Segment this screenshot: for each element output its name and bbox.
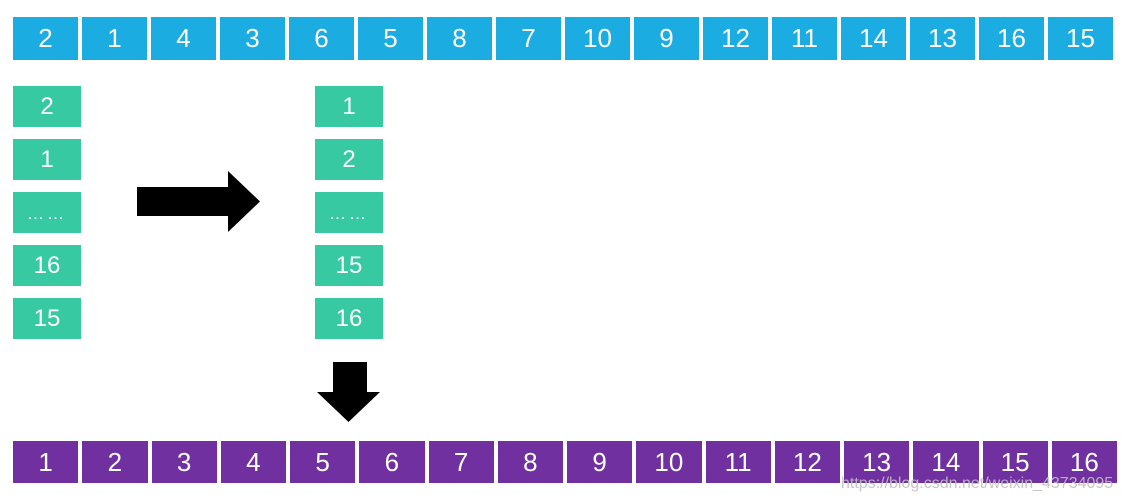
unsorted-array-cell: 9 xyxy=(634,17,699,60)
unsorted-array-cell: 10 xyxy=(565,17,630,60)
right-arrow-icon xyxy=(137,171,260,232)
sorted-array-cell: 2 xyxy=(82,441,148,483)
unsorted-array-cell: 1 xyxy=(82,17,147,60)
sorted-array-cell: 3 xyxy=(151,441,217,483)
sorted-array-cell: 9 xyxy=(567,441,633,483)
sorted-array-cell: 13 xyxy=(844,441,910,483)
unsorted-array-cell: 14 xyxy=(841,17,906,60)
sorted-array-cell: 6 xyxy=(359,441,425,483)
unsorted-array-cell: 8 xyxy=(427,17,492,60)
unsorted-array-cell: 16 xyxy=(979,17,1044,60)
sorted-array-cell: 10 xyxy=(636,441,702,483)
sorted-array-cell: 16 xyxy=(1051,441,1117,483)
merge-output-cell: 15 xyxy=(315,245,383,286)
merge-output-cell: …… xyxy=(315,192,383,233)
sorted-array-cell: 7 xyxy=(428,441,494,483)
unsorted-array-cell: 7 xyxy=(496,17,561,60)
merge-output-cell: 2 xyxy=(315,139,383,180)
sorted-array-cell: 4 xyxy=(220,441,286,483)
sorted-array-cell: 11 xyxy=(705,441,771,483)
merge-input-cell: 1 xyxy=(13,139,81,180)
sorted-array-cell: 12 xyxy=(774,441,840,483)
sorted-array-cell: 5 xyxy=(290,441,356,483)
watermark: https://blog.csdn.net/weixin_43734095 xyxy=(841,475,1114,492)
merge-input-cell: …… xyxy=(13,192,81,233)
merge-output-cell: 16 xyxy=(315,298,383,339)
sorted-array-cell: 15 xyxy=(982,441,1048,483)
sorted-array-cell: 8 xyxy=(497,441,563,483)
unsorted-array-cell: 6 xyxy=(289,17,354,60)
merge-input-cell: 15 xyxy=(13,298,81,339)
merge-input-cell: 16 xyxy=(13,245,81,286)
merge-input-cell: 2 xyxy=(13,86,81,127)
unsorted-array-cell: 5 xyxy=(358,17,423,60)
unsorted-array-cell: 11 xyxy=(772,17,837,60)
unsorted-array-cell: 2 xyxy=(13,17,78,60)
unsorted-array-cell: 3 xyxy=(220,17,285,60)
merge-input-column: 2 1 …… 16 15 xyxy=(13,86,81,339)
merge-output-cell: 1 xyxy=(315,86,383,127)
sorted-array-cell: 14 xyxy=(913,441,979,483)
unsorted-array-cell: 15 xyxy=(1048,17,1113,60)
unsorted-array-cell: 12 xyxy=(703,17,768,60)
merge-output-column: 1 2 …… 15 16 xyxy=(315,86,383,339)
sorted-array-cell: 1 xyxy=(13,441,79,483)
unsorted-array-cell: 4 xyxy=(151,17,216,60)
unsorted-array-cell: 13 xyxy=(910,17,975,60)
down-arrow-icon xyxy=(317,362,380,422)
